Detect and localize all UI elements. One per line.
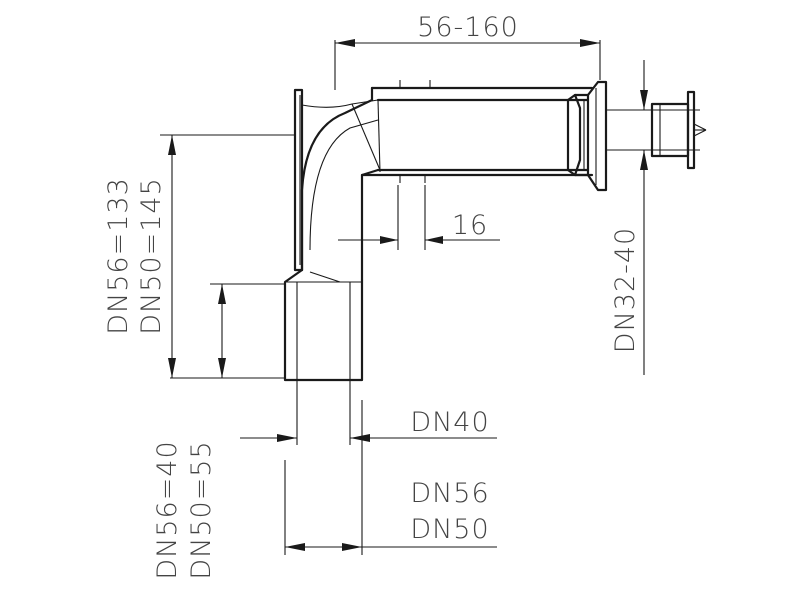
dimension-outlet-large: DN56 DN50: [284, 400, 497, 555]
outlet-small-label: DN40: [410, 407, 489, 438]
dimension-socket: DN56=40 DN50=55: [152, 283, 285, 580]
socket-label: DN56=40: [152, 440, 183, 579]
dimension-inlet: DN32-40: [606, 60, 700, 375]
length-label: 56-160: [417, 12, 519, 43]
dimension-height: DN56=133 DN50=145: [103, 134, 295, 379]
outlet-large-label: DN56: [410, 478, 489, 509]
end-seal: [566, 80, 608, 192]
elbow-body: [300, 98, 381, 282]
height-label: DN56=133: [103, 177, 134, 335]
outlet-socket: [283, 268, 364, 382]
outlet-large-alt-label: DN50: [410, 514, 489, 545]
horizontal-pipe: [360, 80, 594, 183]
socket-alt-label: DN50=55: [186, 440, 217, 579]
depth-label: 16: [452, 210, 488, 241]
dimension-outlet-small: DN40: [240, 380, 497, 445]
inlet-adaptor: [650, 90, 707, 170]
inlet-label: DN32-40: [610, 227, 641, 353]
dimension-length: 56-160: [334, 12, 601, 90]
height-alt-label: DN50=145: [136, 177, 167, 335]
dimension-depth: 16: [338, 185, 500, 250]
